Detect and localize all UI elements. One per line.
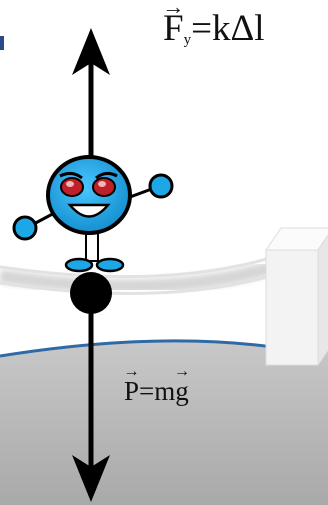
mascot-right-hand <box>150 175 172 197</box>
vector-arrow-icon: → <box>174 363 190 379</box>
mascot-left-foot <box>66 259 92 271</box>
mass-ball <box>70 272 112 314</box>
edge-mark <box>0 36 4 50</box>
support-block <box>266 228 328 365</box>
mascot-character <box>14 157 172 271</box>
vector-g: → g <box>175 378 189 405</box>
vector-arrow-icon: → <box>123 363 139 379</box>
mascot-head <box>48 157 130 233</box>
spring-force-formula: → F y=kΔl <box>163 10 265 47</box>
gravity-force-formula: → P =m → g <box>124 378 189 405</box>
mascot-right-foot <box>97 259 123 271</box>
vector-arrow-icon: → <box>162 0 184 18</box>
vector-P: → P <box>124 378 139 405</box>
mascot-left-hand <box>14 217 36 239</box>
vector-F: → F <box>163 10 184 47</box>
